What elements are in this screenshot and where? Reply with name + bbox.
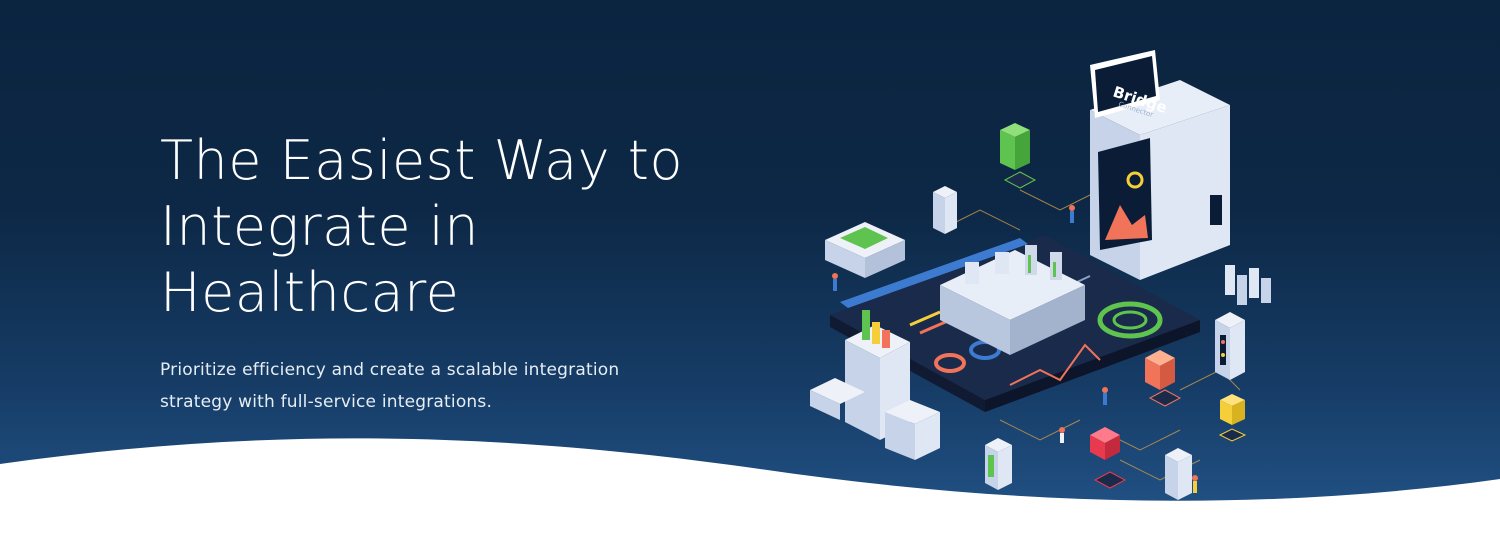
bar-blocks: [1225, 265, 1271, 305]
headline-line-1: The Easiest Way to: [160, 129, 684, 192]
left-pillar: [810, 310, 940, 460]
people-figures: [832, 205, 1198, 493]
bottom-server-left: [985, 438, 1012, 490]
yellow-block: [1218, 394, 1247, 442]
left-card-box: [825, 222, 905, 278]
headline-line-3: Healthcare: [160, 261, 460, 324]
central-station: [940, 245, 1085, 355]
red-block: [1090, 427, 1127, 489]
bottom-wave: [0, 438, 1500, 549]
subhead-line-1: Prioritize efficiency and create a scala…: [160, 360, 620, 380]
orange-block: [1145, 350, 1182, 407]
platform-rail: [840, 238, 1028, 308]
hero-subhead: Prioritize efficiency and create a scala…: [160, 354, 680, 418]
headline-line-2: Integrate in: [160, 195, 480, 258]
right-server: [1215, 312, 1245, 380]
integration-illustration: Bridge Connector: [810, 50, 1271, 500]
bottom-server-right: [1165, 448, 1192, 500]
green-block: [1000, 123, 1037, 189]
hero-headline: The Easiest Way to Integrate in Healthca…: [160, 128, 720, 326]
server-small-top: [933, 186, 957, 234]
subhead-line-2: strategy with full-service integrations.: [160, 392, 493, 412]
bridge-tower: Bridge Connector: [1090, 50, 1230, 280]
